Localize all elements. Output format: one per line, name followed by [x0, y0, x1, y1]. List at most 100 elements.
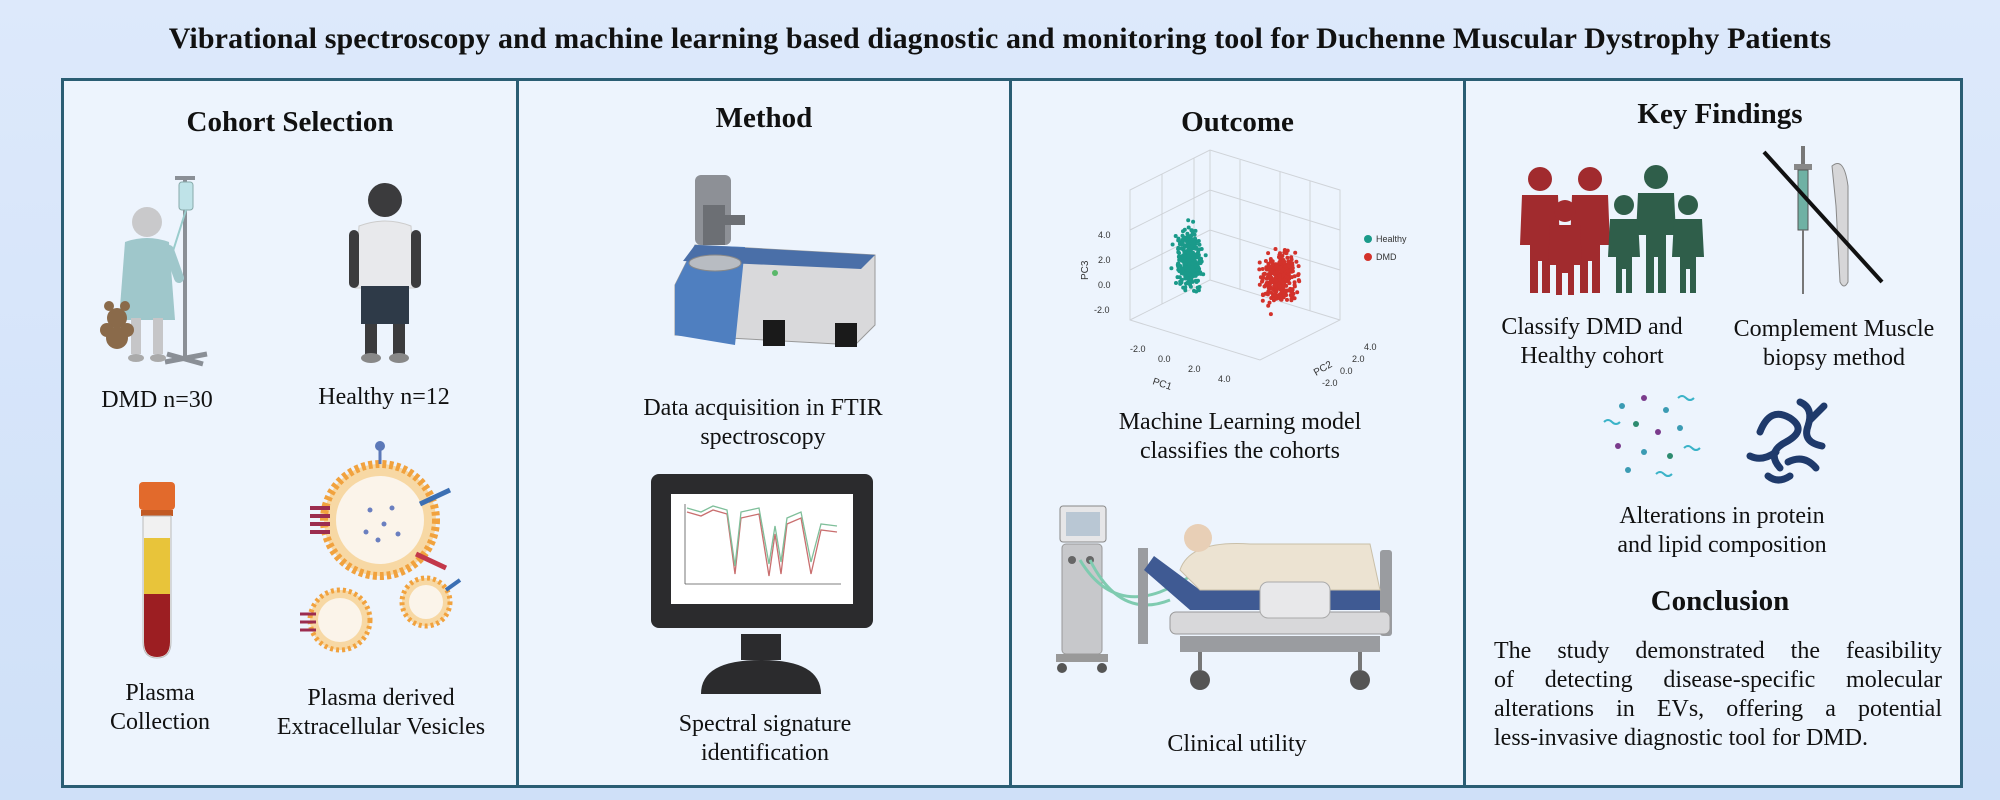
clinical-utility-label: Clinical utility: [1167, 731, 1307, 757]
pca-point-healthy: [1187, 259, 1192, 264]
pca-point-healthy: [1180, 242, 1185, 247]
biopsy-needle-crossed-icon: [1762, 146, 1884, 294]
pca-point-dmd: [1294, 259, 1299, 264]
pca-point-dmd: [1261, 272, 1266, 277]
extracellular-vesicles-illustration: [300, 441, 462, 653]
pca-point-healthy: [1183, 243, 1188, 248]
pca-point-dmd: [1257, 260, 1262, 265]
pca-point-dmd: [1267, 300, 1272, 305]
data-acquisition-label: Data acquisition in FTIR spectroscopy: [643, 395, 883, 450]
pca-point-dmd: [1271, 271, 1276, 276]
pca-grid: [1129, 149, 1341, 361]
pca-point-dmd: [1282, 250, 1287, 255]
pca-point-dmd: [1274, 279, 1279, 283]
alterations-label: Alterations in protein and lipid composi…: [1617, 503, 1827, 558]
panel-divider-3: [1463, 78, 1466, 788]
key-findings-title: Key Findings: [1637, 98, 1803, 130]
pca-point-dmd: [1280, 254, 1285, 258]
pca-point-dmd: [1278, 265, 1283, 270]
pca-point-healthy: [1180, 267, 1185, 272]
dmd-count-label: DMD n=30: [101, 387, 213, 413]
pca-point-dmd: [1296, 264, 1301, 269]
pca-point-healthy: [1170, 242, 1175, 247]
cohort-title: Cohort Selection: [186, 106, 394, 138]
pca-legend: Healthy DMD: [1364, 234, 1407, 262]
pca-point-dmd: [1268, 312, 1273, 317]
pca-point-dmd: [1269, 268, 1274, 273]
conclusion-line-3: alterations in EVs, offering a potential: [1494, 696, 1942, 722]
pca-point-healthy: [1187, 272, 1192, 277]
pc1-tick-3: 4.0: [1218, 374, 1231, 384]
pca-point-dmd: [1277, 255, 1281, 260]
pca-point-dmd: [1260, 292, 1265, 297]
pca-point-dmd: [1289, 275, 1294, 280]
healthy-group-icon: [1608, 165, 1704, 293]
pca-point-healthy: [1188, 239, 1193, 244]
pca-point-dmd: [1274, 264, 1279, 268]
protein-tangle-icon: [1746, 398, 1828, 484]
pca-point-dmd: [1281, 258, 1286, 262]
pca-point-healthy: [1198, 271, 1203, 276]
pca-point-dmd: [1262, 284, 1267, 289]
pca-point-healthy: [1176, 245, 1181, 250]
conclusion-text: The study demonstrated the feasibility o…: [1494, 637, 1942, 753]
pca-point-healthy: [1193, 260, 1198, 264]
blood-tube-icon: [139, 482, 175, 659]
pca-point-healthy: [1186, 225, 1191, 230]
pc3-tick-0: 4.0: [1098, 230, 1111, 240]
pc1-tick-1: 0.0: [1158, 354, 1171, 364]
pca-scatter-plot: 4.0 2.0 0.0 -2.0 PC3 -2.0 0.0 2.0 4.0 PC…: [1080, 149, 1407, 393]
pc3-tick-3: -2.0: [1094, 305, 1110, 315]
pca-point-healthy: [1188, 280, 1193, 284]
pca-point-healthy: [1190, 269, 1195, 274]
pca-point-dmd: [1275, 270, 1280, 275]
pca-point-dmd: [1258, 275, 1263, 280]
pca-point-healthy: [1183, 265, 1188, 270]
pca-point-dmd: [1293, 250, 1298, 255]
panel-divider-2: [1009, 78, 1012, 788]
legend-dmd: DMD: [1376, 252, 1397, 262]
protein-lipid-dots-icon: [1603, 395, 1701, 477]
pca-point-dmd: [1257, 267, 1262, 272]
classify-label: Classify DMD and Healthy cohort: [1501, 314, 1683, 369]
pca-point-healthy: [1199, 256, 1203, 261]
pca-point-healthy: [1185, 231, 1190, 236]
pca-point-dmd: [1292, 283, 1297, 287]
pca-point-dmd: [1266, 285, 1271, 290]
pca-point-healthy: [1194, 289, 1199, 294]
pca-point-dmd: [1264, 281, 1269, 285]
hospital-bed-illustration: [1056, 505, 1392, 690]
pca-point-healthy: [1183, 288, 1188, 293]
pca-point-healthy: [1186, 250, 1191, 255]
pc1-tick-2: 2.0: [1188, 364, 1201, 374]
pca-point-dmd: [1290, 290, 1294, 295]
dmd-patient-illustration: [100, 176, 208, 367]
pca-point-healthy: [1183, 261, 1188, 266]
pca-point-healthy: [1196, 249, 1201, 254]
conclusion-line-4: less-invasive diagnostic tool for DMD.: [1494, 725, 1868, 751]
pca-point-dmd: [1287, 264, 1292, 269]
pc2-tick-2: 0.0: [1340, 366, 1353, 376]
healthy-child-illustration: [349, 183, 421, 363]
pc3-tick-1: 2.0: [1098, 255, 1111, 265]
conclusion-title: Conclusion: [1650, 585, 1790, 617]
pca-point-dmd: [1266, 303, 1271, 308]
pca-point-healthy: [1185, 276, 1190, 281]
pca-point-dmd: [1257, 282, 1262, 287]
pca-point-healthy: [1176, 238, 1181, 243]
pca-point-healthy: [1195, 285, 1200, 290]
pca-point-healthy: [1174, 281, 1178, 285]
pca-point-healthy: [1186, 254, 1191, 259]
pca-point-dmd: [1279, 289, 1284, 294]
pca-point-healthy: [1173, 234, 1178, 238]
pca-point-healthy: [1194, 245, 1199, 250]
pca-point-dmd: [1263, 259, 1268, 263]
pca-point-dmd: [1260, 298, 1265, 303]
pca-point-dmd: [1277, 284, 1282, 289]
pca-point-healthy: [1186, 218, 1191, 223]
pca-point-healthy: [1191, 219, 1196, 224]
pca-point-dmd: [1260, 267, 1265, 271]
pca-point-dmd: [1290, 266, 1295, 270]
pc3-tick-2: 0.0: [1098, 280, 1111, 290]
pca-point-dmd: [1281, 261, 1286, 266]
